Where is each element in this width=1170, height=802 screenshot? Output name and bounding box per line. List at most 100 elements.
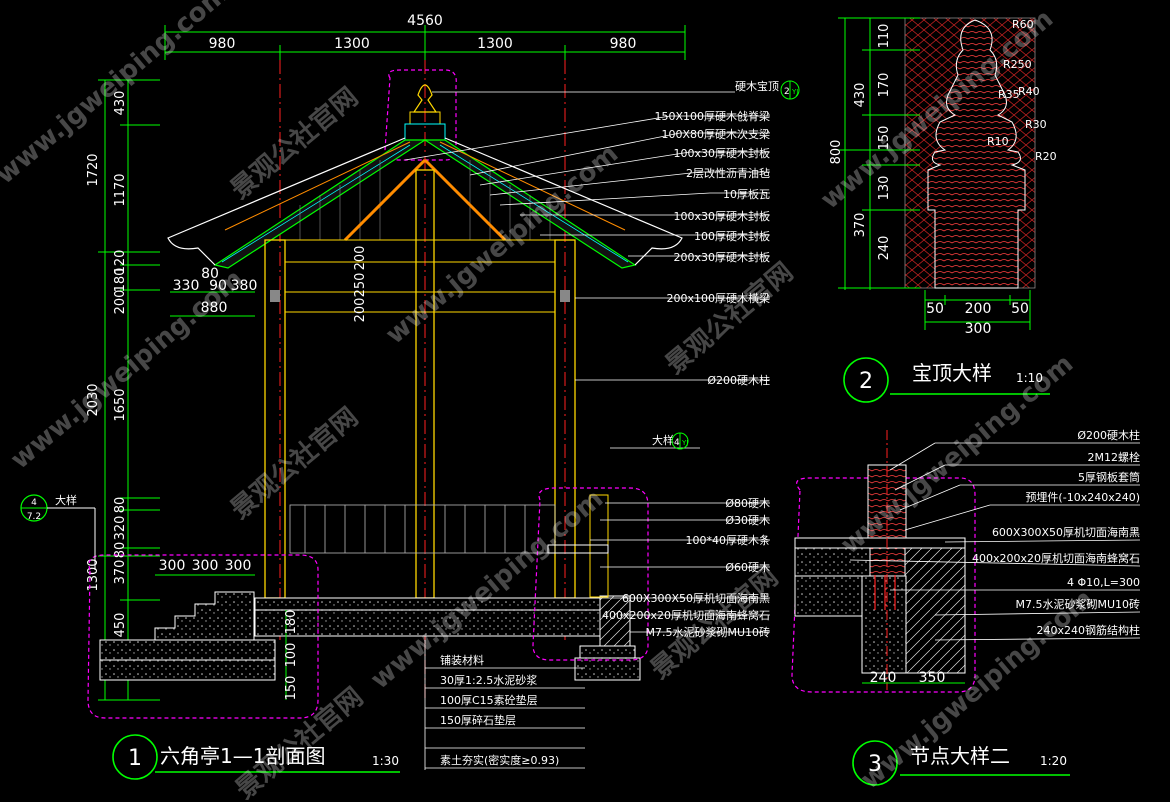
top-dim-1: 980 xyxy=(209,36,236,52)
label-felt: 2层改性沥青油毡 xyxy=(686,166,770,180)
callout-detail-4-left: 4 7.2 大样 xyxy=(20,493,96,570)
left-outer-1: 1720 xyxy=(86,153,101,186)
finial-bottom-3: 50 xyxy=(1011,301,1029,317)
node-leaders xyxy=(849,442,1141,641)
detail-cloud-right xyxy=(532,487,649,661)
label-crossbeam: 200x100厚硬木横梁 xyxy=(666,291,770,305)
title-3-num: 3 xyxy=(868,752,882,777)
callout-left-num: 4 xyxy=(31,498,37,508)
left-inner-10: 370 xyxy=(113,560,128,585)
finial-inner-1: 110 xyxy=(877,24,892,49)
node-label-bolt: 2M12螺栓 xyxy=(1088,450,1141,464)
node-bottom-1: 240 xyxy=(870,670,897,686)
detail-cloud-left xyxy=(87,554,319,719)
callout-top-num: 2 xyxy=(784,87,790,97)
base-dim-2: 100 xyxy=(284,643,299,668)
node-label-embed: 预埋件(-10x240x240) xyxy=(1025,491,1140,504)
bench xyxy=(289,504,556,554)
lower-leaders xyxy=(590,447,770,633)
top-dim-4: 980 xyxy=(610,36,637,52)
paving-item-4: 素土夯实(密实度≥0.93) xyxy=(440,753,559,767)
left-inner-1: 430 xyxy=(113,91,128,116)
platform-base xyxy=(99,494,641,681)
paving-item-2: 100厚C15素砼垫层 xyxy=(440,693,538,707)
title-2-num: 2 xyxy=(859,369,873,394)
finial-radius-5: R30 xyxy=(1025,118,1047,131)
finial-bottom-total: 300 xyxy=(965,321,992,337)
roof-shape xyxy=(167,137,683,269)
finial-inner-4: 130 xyxy=(877,176,892,201)
left-inner-2: 1170 xyxy=(113,173,128,206)
node-detail-drawing: 240 350 Ø200硬木柱 2M12螺栓 5厚钢板套筒 预埋件(-10x24… xyxy=(791,428,1141,786)
step-dim-2: 300 xyxy=(192,558,219,574)
left-inner-11: 450 xyxy=(113,613,128,638)
label-sealing-board-3: 100厚硬木封板 xyxy=(694,229,770,243)
finial-radius-2: R250 xyxy=(1003,58,1032,71)
title-1-scale: 1:30 xyxy=(372,754,399,768)
left-inner-5: 200 xyxy=(113,290,128,315)
node-label-rebar: 4 Φ10,L=300 xyxy=(1067,576,1140,589)
label-finial: 硬木宝顶 xyxy=(735,79,779,93)
title-2-text: 宝顶大样 xyxy=(912,361,992,385)
finial-bottom-2: 200 xyxy=(965,301,992,317)
watermark-brand-5: 景观公社官网 xyxy=(645,561,784,685)
node-label-honeycomb: 400x200x20厚机切面海南蜂窝石 xyxy=(972,551,1140,565)
watermark-brand-4: 景观公社官网 xyxy=(230,681,369,802)
finial-bottom-1: 50 xyxy=(926,301,944,317)
finial-inner-3: 150 xyxy=(877,126,892,151)
section-1-title: 1 六角亭1—1剖面图 1:30 xyxy=(112,734,400,780)
center-dim-2: 250 xyxy=(353,273,368,298)
node-bottom-2: 350 xyxy=(919,670,946,686)
left-outer-3: 1300 xyxy=(86,558,101,591)
finial-detail-drawing: 800 430 370 110 170 150 130 240 R60 R250… xyxy=(829,17,1057,403)
left-inner-6: 1650 xyxy=(113,388,128,421)
center-dim-1: 200 xyxy=(353,246,368,271)
top-dim-2: 1300 xyxy=(334,36,370,52)
left-inner-7: 80 xyxy=(113,497,128,514)
finial-inner-5: 240 xyxy=(877,236,892,261)
eave-dim-330: 330 xyxy=(173,278,200,294)
base-dim-3: 150 xyxy=(284,676,299,701)
eave-dim-380: 380 xyxy=(231,278,258,294)
callout-right-yj: YJ xyxy=(681,439,688,447)
watermark-url-5: www.jgweiping.com xyxy=(365,484,609,695)
label-ridge-beam: 150X100厚硬木戗脊梁 xyxy=(654,109,770,123)
label-phi60: Ø60硬木 xyxy=(725,561,770,574)
eave-dim-880: 880 xyxy=(201,300,228,316)
node-label-sleeve: 5厚钢板套筒 xyxy=(1078,470,1140,484)
title-3-text: 节点大样二 xyxy=(910,744,1010,768)
finial-title: 2 宝顶大样 1:10 xyxy=(843,357,1050,403)
eave-dim-90: 90 xyxy=(209,278,227,294)
left-inner-3: 120 xyxy=(113,250,128,275)
title-1-text: 六角亭1—1剖面图 xyxy=(160,744,325,768)
finial-left-part-1: 430 xyxy=(853,83,868,108)
step-dim-3: 300 xyxy=(225,558,252,574)
finial-left-total: 800 xyxy=(829,140,844,165)
top-total-dim: 4560 xyxy=(407,13,443,29)
section-1-drawing: 4560 980 1300 1300 980 1720 2030 1300 43… xyxy=(20,13,800,780)
label-brick: M7.5水泥砂浆砌MU10砖 xyxy=(645,625,770,639)
callout-right-num: 4 xyxy=(674,438,680,448)
finial-radius-3: R35 xyxy=(998,88,1020,101)
label-wood-strip: 100*40厚硬木条 xyxy=(686,533,771,547)
label-sealing-board-1: 100x30厚硬木封板 xyxy=(673,146,770,160)
finial-radius-7: R20 xyxy=(1035,150,1057,163)
left-inner-4: 180 xyxy=(113,268,128,293)
label-column: Ø200硬木柱 xyxy=(707,373,770,387)
label-secondary-beam: 100X80厚硬木次支梁 xyxy=(661,127,770,141)
watermark-brand-2: 景观公社官网 xyxy=(660,256,799,380)
finial-radius-1: R60 xyxy=(1012,18,1034,31)
title-1-num: 1 xyxy=(128,746,142,771)
callout-left-sub: 7.2 xyxy=(27,512,41,522)
node-title: 3 节点大样二 1:20 xyxy=(852,740,1070,786)
paving-table: 铺装材料 30厚1:2.5水泥砂浆 100厚C15素砼垫层 150厚碎石垫层 素… xyxy=(424,640,585,770)
label-tile: 10厚板瓦 xyxy=(723,187,770,201)
finial-radius-4: R40 xyxy=(1018,85,1040,98)
label-phi80: Ø80硬木 xyxy=(725,497,770,510)
node-label-brick: M7.5水泥砂浆砌MU10砖 xyxy=(1015,597,1140,611)
step-dim-1: 300 xyxy=(159,558,186,574)
paving-item-3: 150厚碎石垫层 xyxy=(440,713,516,727)
finial-radius-6: R10 xyxy=(987,135,1009,148)
paving-item-1: 30厚1:2.5水泥砂浆 xyxy=(440,673,537,687)
